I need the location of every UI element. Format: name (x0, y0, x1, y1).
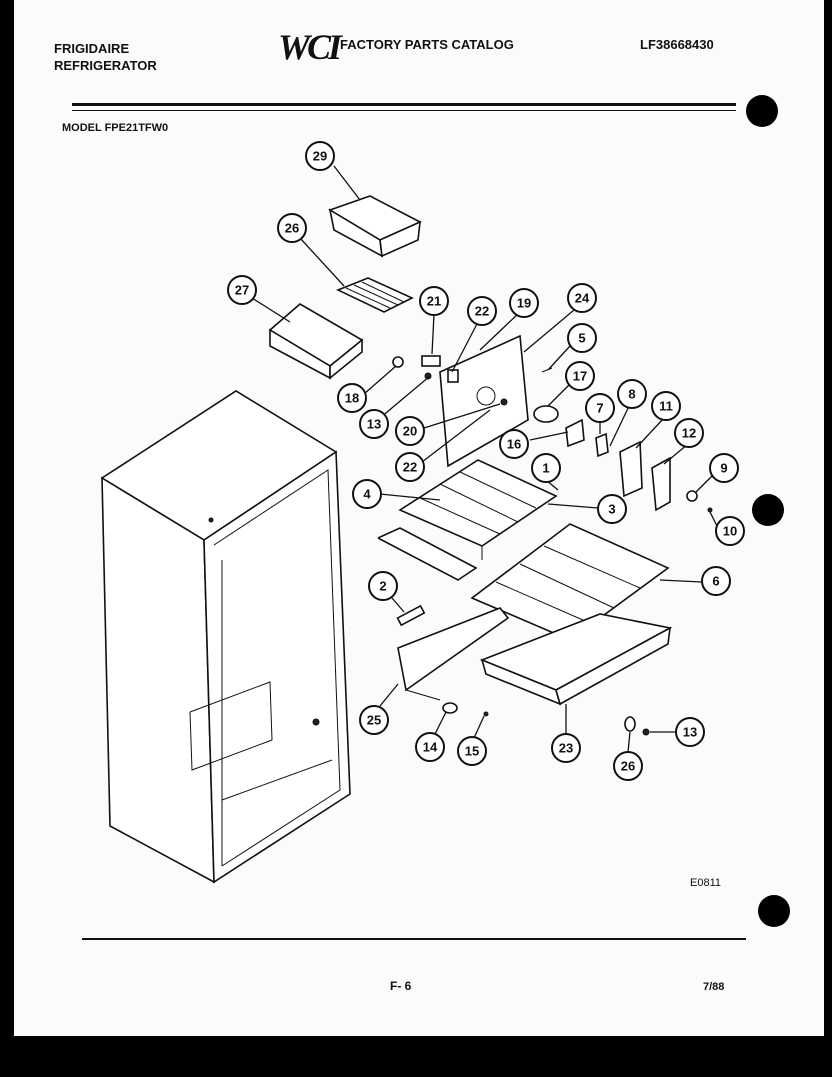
callout-2: 2 (368, 571, 398, 601)
leader-lines (251, 165, 719, 753)
product-type: REFRIGERATOR (54, 58, 157, 73)
svg-text:4: 4 (363, 487, 371, 502)
callout-27: 27 (227, 275, 257, 305)
part-glass-shelf (470, 523, 670, 641)
svg-text:13: 13 (683, 725, 697, 740)
svg-text:29: 29 (313, 149, 327, 164)
part-wire-shelf (377, 459, 558, 581)
svg-text:24: 24 (575, 291, 590, 306)
callout-21: 21 (419, 286, 449, 316)
svg-text:10: 10 (723, 524, 737, 539)
svg-text:13: 13 (367, 417, 381, 432)
callout-18: 18 (337, 383, 367, 413)
callout-20: 20 (395, 416, 425, 446)
svg-text:1: 1 (542, 461, 549, 476)
wci-logo: WCI (278, 27, 342, 67)
part-crisper-pan (268, 303, 364, 380)
callout-1: 1 (531, 453, 561, 483)
svg-text:25: 25 (367, 713, 381, 728)
callout-5: 5 (567, 323, 597, 353)
brand-block: FRIGIDAIRE REFRIGERATOR (54, 40, 157, 74)
callout-22-lower: 22 (395, 452, 425, 482)
callout-23: 23 (551, 733, 581, 763)
svg-text:23: 23 (559, 741, 573, 756)
callout-10: 10 (715, 516, 745, 546)
svg-text:22: 22 (403, 460, 417, 475)
part-damper (533, 405, 585, 448)
binder-hole-top (746, 95, 778, 127)
svg-text:15: 15 (465, 744, 479, 759)
model-label: MODEL FPE21TFW0 (62, 122, 169, 134)
header-rule-thin (72, 110, 736, 111)
callout-9: 9 (709, 453, 739, 483)
svg-text:18: 18 (345, 391, 359, 406)
callout-29: 29 (305, 141, 335, 171)
svg-text:22: 22 (475, 304, 489, 319)
part-grille (336, 277, 414, 313)
svg-text:19: 19 (517, 296, 531, 311)
callout-19: 19 (509, 288, 539, 318)
callout-3: 3 (597, 494, 627, 524)
drawing-code: E0811 (690, 877, 721, 889)
part-crisper-cover (328, 195, 422, 258)
svg-text:16: 16 (507, 437, 521, 452)
callout-12: 12 (674, 418, 704, 448)
svg-text:9: 9 (720, 461, 727, 476)
callout-6: 6 (701, 566, 731, 596)
callout-25: 25 (359, 705, 389, 735)
svg-text:12: 12 (682, 426, 696, 441)
svg-text:26: 26 (285, 221, 299, 236)
callout-4: 4 (352, 479, 382, 509)
footer-rule (82, 938, 746, 940)
svg-text:7: 7 (596, 401, 603, 416)
brand-name: FRIGIDAIRE (54, 41, 130, 56)
part-evaporator-cover (439, 334, 529, 468)
svg-text:14: 14 (423, 740, 438, 755)
svg-text:3: 3 (608, 502, 615, 517)
part-rollers (396, 604, 650, 736)
callout-8: 8 (617, 379, 647, 409)
part-control-bracket (595, 432, 713, 513)
cabinet-shell (100, 390, 351, 884)
catalog-title: FACTORY PARTS CATALOG (340, 37, 514, 52)
binder-hole-middle (752, 494, 784, 526)
revision-date: 7/88 (703, 981, 725, 993)
callout-14: 14 (415, 732, 445, 762)
callout-26-lower: 26 (613, 751, 643, 781)
part-drawer (479, 613, 673, 706)
callout-24: 24 (567, 283, 597, 313)
svg-text:2: 2 (379, 579, 386, 594)
callout-26-grille: 26 (277, 213, 307, 243)
svg-text:5: 5 (578, 331, 585, 346)
callout-13-upper: 13 (359, 409, 389, 439)
callout-22-upper: 22 (467, 296, 497, 326)
svg-text:11: 11 (659, 399, 673, 414)
callout-7: 7 (585, 393, 615, 423)
part-rail (397, 607, 510, 701)
callout-15: 15 (457, 736, 487, 766)
document-number: LF38668430 (640, 37, 714, 52)
svg-text:20: 20 (403, 424, 417, 439)
callout-11: 11 (651, 391, 681, 421)
svg-text:21: 21 (427, 294, 441, 309)
svg-text:27: 27 (235, 283, 249, 298)
callout-17: 17 (565, 361, 595, 391)
svg-text:17: 17 (573, 369, 587, 384)
page-number: F- 6 (390, 979, 412, 993)
part-small-hardware (392, 355, 553, 383)
svg-text:26: 26 (621, 759, 635, 774)
svg-text:6: 6 (712, 574, 719, 589)
callout-13-lower: 13 (675, 717, 705, 747)
header-rule (72, 103, 736, 106)
binder-hole-bottom (758, 895, 790, 927)
callout-16: 16 (499, 429, 529, 459)
svg-text:8: 8 (628, 387, 635, 402)
